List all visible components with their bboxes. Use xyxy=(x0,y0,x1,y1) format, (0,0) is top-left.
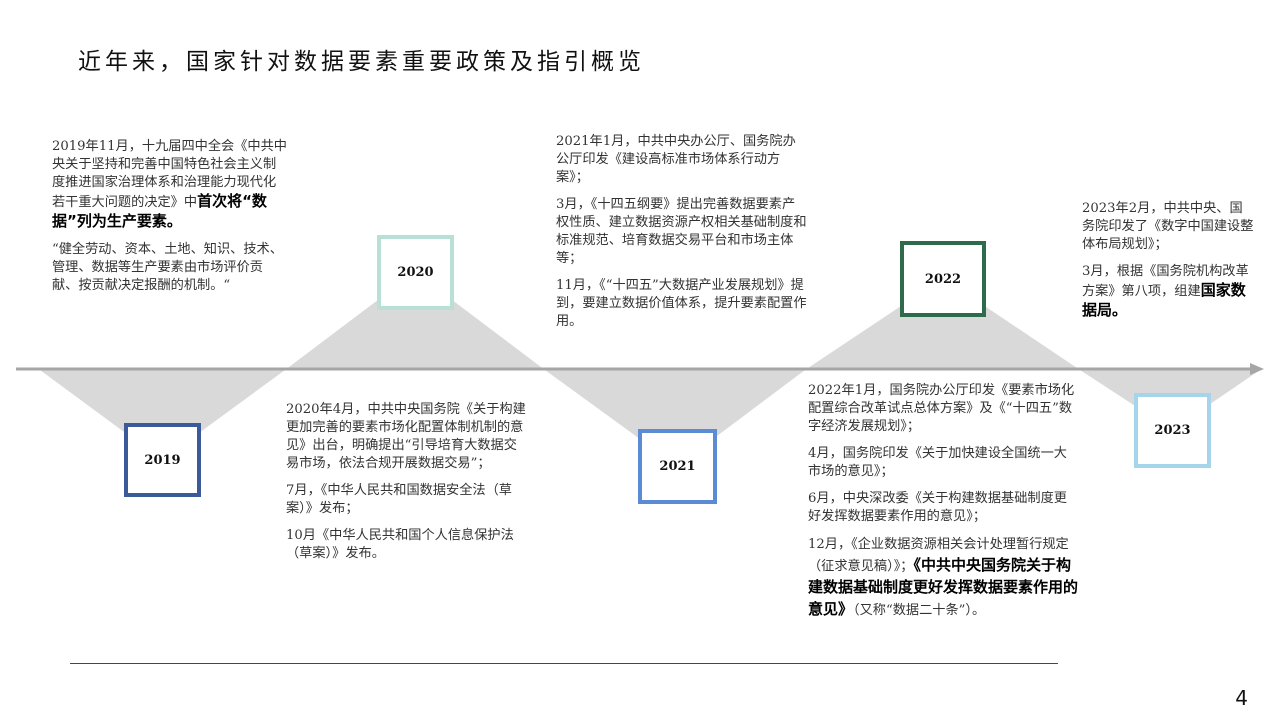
year-label-2019: 2019 xyxy=(144,452,181,468)
year-label-2020: 2020 xyxy=(397,265,434,280)
year-box-2021: 2021 xyxy=(638,429,717,504)
entry-2020-p3: 10月《中华人民共和国个人信息保护法（草案）》发布。 xyxy=(286,528,514,561)
year-box-2022: 2022 xyxy=(900,241,986,317)
entry-2022-p2: 4月，国务院印发《关于加快建设全国统一大市场的意见》； xyxy=(808,446,1067,479)
triangle-2022 xyxy=(805,278,1080,370)
year-label-2023: 2023 xyxy=(1154,423,1191,438)
triangle-2020 xyxy=(285,272,545,370)
entry-2023: 2023年2月，中共中央、国务院印发了《数字中国建设整体布局规划》； 3月，根据… xyxy=(1082,200,1254,330)
slide-title: 近年来，国家针对数据要素重要政策及指引概览 xyxy=(78,49,645,75)
year-label-2022: 2022 xyxy=(924,271,962,287)
triangle-2019 xyxy=(40,370,285,460)
entry-2021-p3: 11月，《“十四五”大数据产业发展规划》提到，要建立数据价值体系，提升要素配置作… xyxy=(556,278,807,329)
entry-2023-p1: 2023年2月，中共中央、国务院印发了《数字中国建设整体布局规划》； xyxy=(1082,201,1254,252)
entry-2022-p4: 12月，《企业数据资源相关会计处理暂行规定（征求意见稿）》；《中共中央国务院关于… xyxy=(808,537,1079,618)
entry-2020-p2: 7月，《中华人民共和国数据安全法（草案）》发布； xyxy=(286,483,512,516)
entry-2019: 2019年11月，十九届四中全会《中共中央关于坚持和完善中国特色社会主义制度推进… xyxy=(52,138,288,304)
entry-2023-p2: 3月，根据《国务院机构改革方案》第八项，组建国家数据局。 xyxy=(1082,264,1249,319)
year-label-2021: 2021 xyxy=(659,459,696,474)
entry-2019-p1: 2019年11月，十九届四中全会《中共中央关于坚持和完善中国特色社会主义制度推进… xyxy=(52,139,287,230)
year-box-2023: 2023 xyxy=(1134,393,1211,468)
entry-2021-p2: 3月，《十四五纲要》提出完善数据要素产权性质、建立数据资源产权相关基础制度和标准… xyxy=(556,197,807,266)
entry-2020: 2020年4月，中共中央国务院《关于构建更加完善的要素市场化配置体制机制的意见》… xyxy=(286,401,526,572)
year-box-2019: 2019 xyxy=(124,423,201,497)
year-box-2020: 2020 xyxy=(377,235,454,310)
timeline-arrowhead xyxy=(1250,363,1264,375)
entry-2022: 2022年1月，国务院办公厅印发《要素市场化配置综合改革试点总体方案》及《“十四… xyxy=(808,382,1080,630)
footer-divider xyxy=(70,663,1058,664)
entry-2021-p1: 2021年1月，中共中央办公厅、国务院办公厅印发《建设高标准市场体系行动方案》； xyxy=(556,134,796,185)
entry-2022-p3: 6月，中央深改委《关于构建数据基础制度更好发挥数据要素作用的意见》； xyxy=(808,491,1067,524)
entry-2021: 2021年1月，中共中央办公厅、国务院办公厅印发《建设高标准市场体系行动方案》；… xyxy=(556,133,808,340)
triangle-2021 xyxy=(545,370,805,466)
page-number: 4 xyxy=(1235,686,1248,710)
entry-2020-p1: 2020年4月，中共中央国务院《关于构建更加完善的要素市场化配置体制机制的意见》… xyxy=(286,402,526,471)
entry-2019-p2: “健全劳动、资本、土地、知识、技术、管理、数据等生产要素由市场评价贡献、按贡献决… xyxy=(52,242,283,293)
entry-2022-p1: 2022年1月，国务院办公厅印发《要素市场化配置综合改革试点总体方案》及《“十四… xyxy=(808,383,1075,434)
